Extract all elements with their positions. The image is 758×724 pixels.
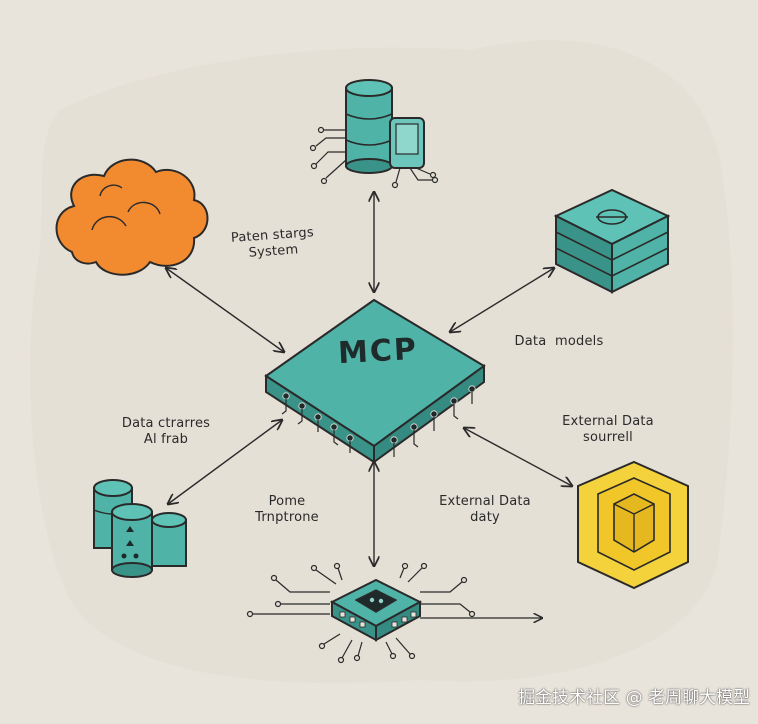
mcp-hub-icon bbox=[264, 298, 486, 464]
link-server bbox=[450, 268, 554, 332]
chip-left-label: Pome Trnptrone bbox=[255, 494, 319, 525]
server-link-label: Data models bbox=[514, 334, 604, 349]
server-icon bbox=[553, 188, 671, 294]
microchip-icon bbox=[246, 562, 543, 664]
link-database-group bbox=[168, 420, 282, 504]
database-group-link-label: Data ctrarres Al frab bbox=[121, 416, 211, 447]
cloud-icon bbox=[55, 158, 209, 276]
chip-right-label: External Data daty bbox=[439, 494, 531, 525]
database-icon bbox=[309, 79, 439, 189]
connection-lines bbox=[166, 192, 572, 566]
watermark-text: 掘金技术社区 @ 老周聊大模型 bbox=[518, 688, 750, 708]
database-cylinders-icon bbox=[93, 479, 187, 578]
mcp-hub-label: MCP bbox=[337, 331, 419, 372]
cube-link-label: External Data sourrell bbox=[562, 414, 654, 445]
cube-icon bbox=[577, 460, 689, 590]
link-cube bbox=[464, 428, 572, 486]
link-cloud bbox=[166, 268, 284, 352]
